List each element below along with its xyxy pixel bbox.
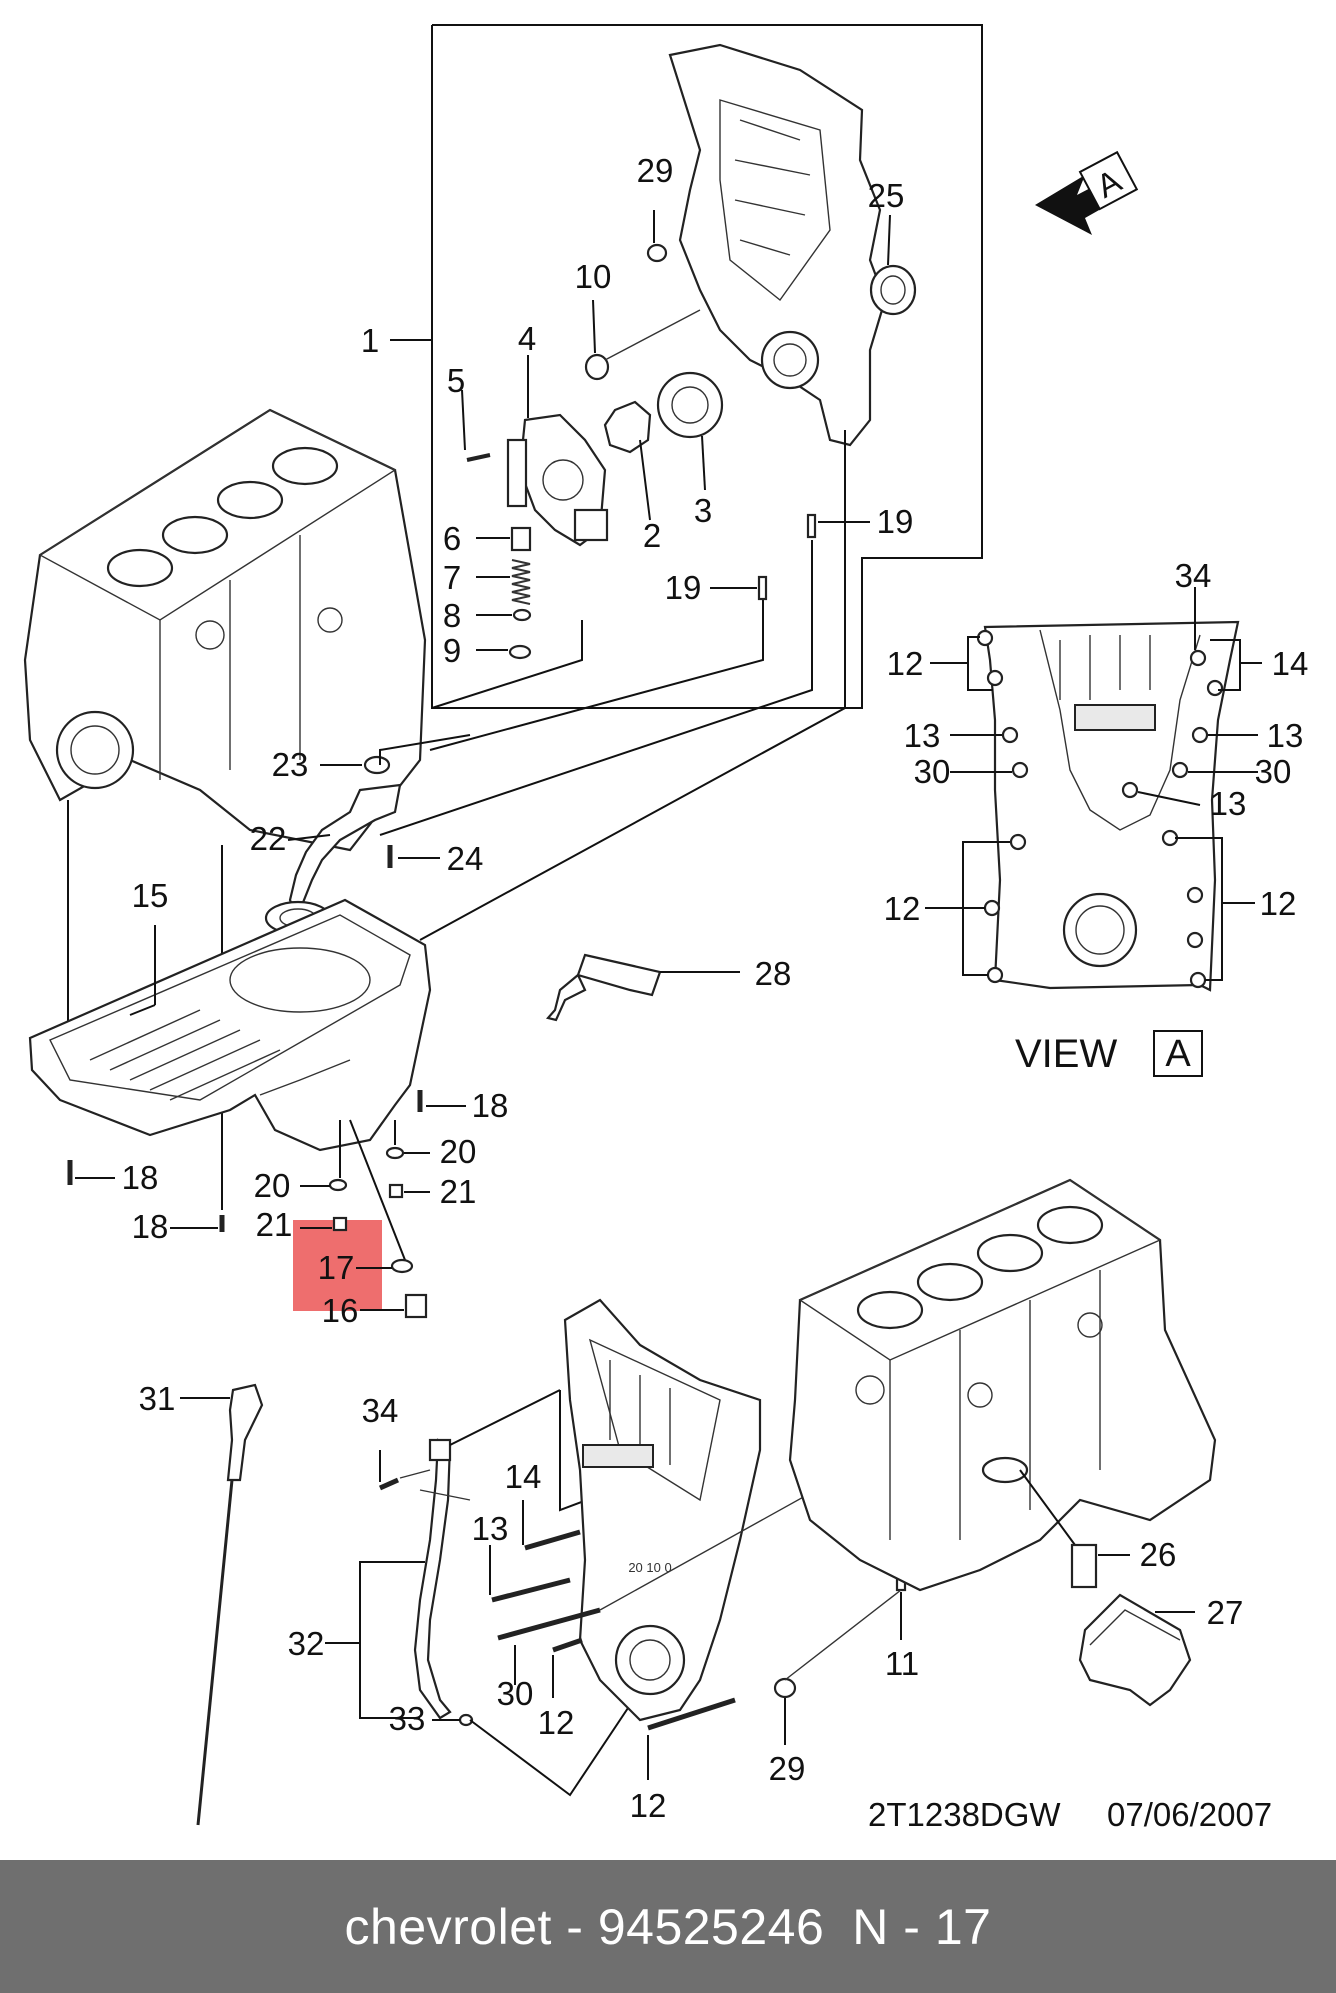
callout-28: 28 (755, 955, 792, 992)
callout-7: 7 (443, 559, 461, 596)
oil-pan (28, 898, 432, 1152)
drawing-code: 2T1238DGW (868, 1796, 1061, 1833)
callout-11: 11 (885, 1645, 919, 1682)
callout-10: 10 (575, 258, 612, 295)
callout-5: 5 (447, 362, 465, 399)
highlighted-part-marker (293, 1220, 382, 1311)
callout-29-upper: 29 (637, 152, 674, 189)
drain-plug (404, 1293, 428, 1319)
callout-27: 27 (1207, 1594, 1244, 1631)
drawing-date: 07/06/2007 (1107, 1796, 1272, 1833)
callout-16: 16 (322, 1292, 359, 1329)
dipstick-tube (413, 1438, 452, 1720)
view-letter-box (1153, 1030, 1203, 1077)
callout-33: 33 (389, 1700, 426, 1737)
callout-13-view-a-right: 13 (1267, 717, 1304, 754)
view-label: VIEW (1015, 1032, 1117, 1076)
callout-12-view-a-right: 12 (1260, 885, 1297, 922)
callout-15: 15 (132, 877, 169, 914)
sealant-tube (576, 953, 662, 997)
caption-bar: chevrolet - 94525246 N - 17 (0, 1860, 1336, 1993)
callout-21-left: 21 (256, 1206, 293, 1243)
callout-31: 31 (139, 1380, 176, 1417)
callout-2: 2 (643, 517, 661, 554)
callout-34-view-a: 34 (1175, 557, 1212, 594)
callout-8: 8 (443, 597, 461, 634)
view-a-bolts (976, 629, 1224, 989)
callout-24: 24 (447, 840, 484, 877)
part-number-caption: chevrolet - 94525246 (344, 1898, 825, 1955)
outer-rotor (656, 371, 724, 439)
seal-25 (869, 264, 917, 316)
diagram-reference: N - 17 (852, 1898, 992, 1955)
callout-18-left: 18 (122, 1159, 159, 1196)
inner-rotor (603, 400, 652, 454)
callout-4: 4 (518, 320, 536, 357)
callout-12-lower-a: 12 (538, 1704, 575, 1741)
callout-19-right: 19 (877, 503, 914, 540)
callout-21-right: 21 (440, 1173, 477, 1210)
timing-cover (668, 43, 887, 447)
view-letter: A (1165, 1033, 1191, 1075)
svg-text:20 10 0: 20 10 0 (628, 1560, 671, 1575)
callout-12-lower-b: 12 (630, 1787, 667, 1824)
callout-17: 17 (318, 1249, 355, 1286)
callout-20-left: 20 (254, 1167, 291, 1204)
callout-14-view-a: 14 (1272, 645, 1309, 682)
callout-22: 22 (250, 820, 287, 857)
callout-13-view-a-left: 13 (904, 717, 941, 754)
callout-6: 6 (443, 520, 461, 557)
callout-3: 3 (694, 492, 712, 529)
callout-9: 9 (443, 632, 461, 669)
callout-13-view-a-center: 13 (1210, 785, 1247, 822)
parts-diagram: A VIEW A (23, 24, 1309, 1833)
callout-26: 26 (1140, 1536, 1177, 1573)
callout-29-lower: 29 (769, 1750, 806, 1787)
callout-30-view-a-left: 30 (914, 753, 951, 790)
callout-30-view-a-right: 30 (1255, 753, 1292, 790)
callout-32: 32 (288, 1625, 325, 1662)
callout-19-left: 19 (665, 569, 702, 606)
diagram-canvas: A VIEW A (23, 24, 1309, 1833)
callout-1: 1 (361, 322, 379, 359)
callout-18-right: 18 (472, 1087, 509, 1124)
oil-filter (1078, 1593, 1192, 1707)
callout-12-view-a-left: 12 (884, 890, 921, 927)
callout-20-right: 20 (440, 1133, 477, 1170)
callout-18-bottom: 18 (132, 1208, 169, 1245)
callout-23: 23 (272, 746, 309, 783)
engine-block-lower (788, 1178, 1217, 1592)
dipstick (226, 1383, 264, 1482)
callout-25: 25 (868, 177, 905, 214)
callout-13-lower: 13 (472, 1510, 509, 1547)
callout-34-lower: 34 (362, 1392, 399, 1429)
callout-30-lower: 30 (497, 1675, 534, 1712)
callout-14-lower: 14 (505, 1458, 542, 1495)
callout-12-view-a-top: 12 (887, 645, 924, 682)
timing-cover-lower (563, 1298, 762, 1722)
